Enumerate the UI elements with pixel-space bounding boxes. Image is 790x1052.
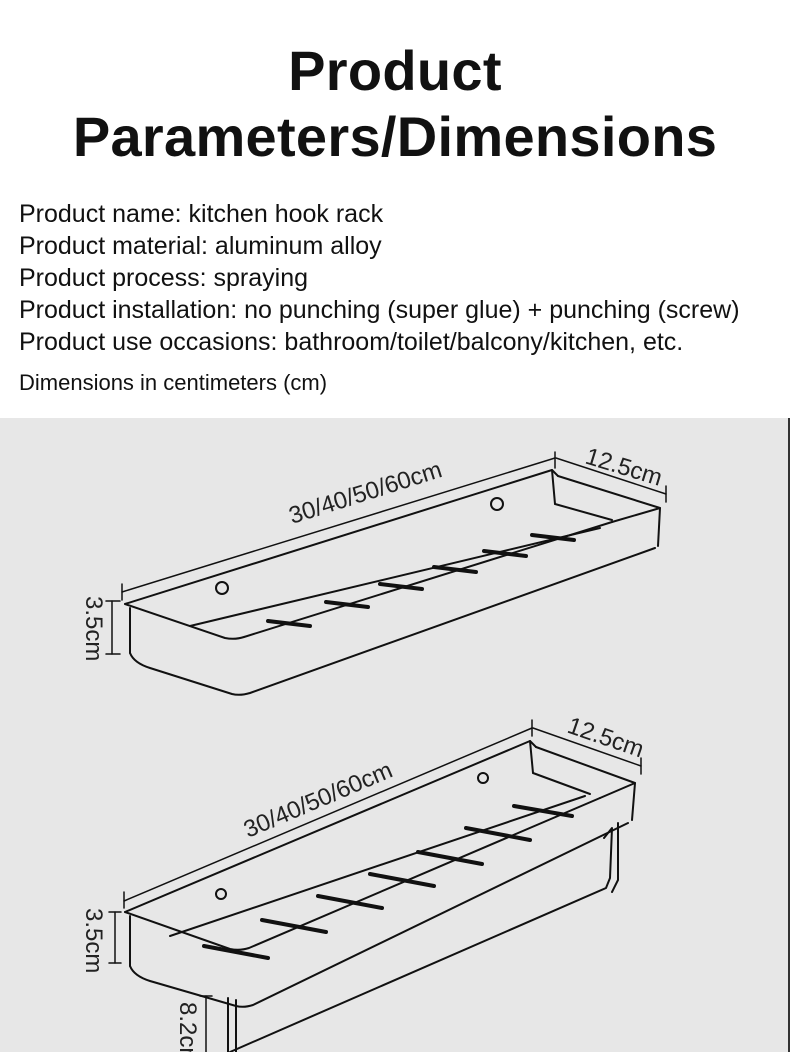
shelf-bottom-slots (202, 804, 574, 960)
spec-occasions: Product use occasions: bathroom/toilet/b… (19, 328, 684, 356)
shelf-bottom-bar-height-label: 8.2cm (174, 1002, 201, 1052)
spec-installation: Product installation: no punching (super… (19, 296, 740, 324)
shelf-bottom-dimension-lines (108, 719, 642, 1052)
diagram-drawing: 30/40/50/60cm 12.5cm 3.5cm 30/40/50/60cm… (80, 443, 667, 1052)
shelf-top-dimension-lines (105, 451, 667, 655)
title-line-1: Product (288, 39, 502, 102)
shelf-top-depth-label: 12.5cm (582, 443, 665, 492)
spec-list: Product name: kitchen hook rack Product … (19, 198, 740, 358)
shelf-bottom-depth-label: 12.5cm (564, 712, 647, 763)
shelf-top-length-label: 30/40/50/60cm (286, 456, 446, 529)
spec-process: Product process: spraying (19, 264, 309, 292)
title-line-2: Parameters/Dimensions (72, 105, 718, 168)
shelf-top-drawing (124, 469, 661, 696)
spec-name: Product name: kitchen hook rack (19, 200, 384, 228)
shelf-top-slots (266, 533, 576, 628)
right-edge-line (788, 418, 790, 1052)
shelf-bottom-height-label: 3.5cm (80, 908, 107, 973)
shelf-top-height-label: 3.5cm (80, 596, 107, 661)
spec-material: Product material: aluminum alloy (19, 232, 382, 260)
page-title: Product Parameters/Dimensions (0, 38, 790, 170)
unit-note: Dimensions in centimeters (cm) (19, 370, 328, 395)
dimension-diagram: 30/40/50/60cm 12.5cm 3.5cm 30/40/50/60cm… (0, 418, 790, 1052)
